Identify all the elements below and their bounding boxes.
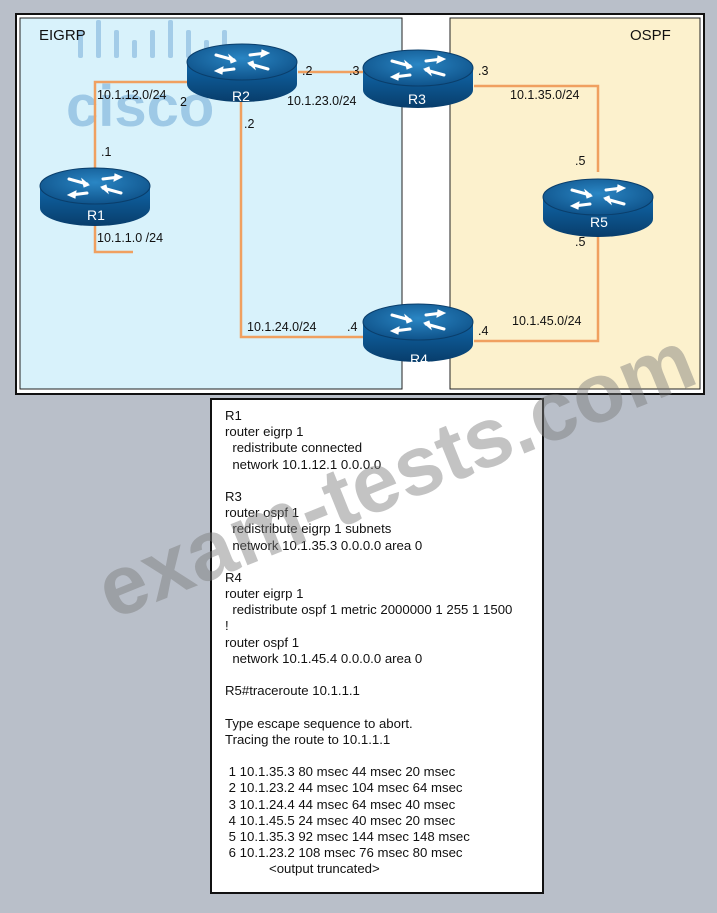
trace-header: Type escape sequence to abort. xyxy=(225,715,413,731)
config-line: R1 xyxy=(225,408,242,423)
if-r5-down: .5 xyxy=(575,235,585,249)
links xyxy=(93,70,600,343)
trace-hop: 4 10.1.45.5 24 msec 40 msec 20 msec xyxy=(225,812,456,828)
trace-hop: 6 10.1.23.2 108 msec 76 msec 80 msec xyxy=(225,845,463,861)
svg-text:R5: R5 xyxy=(590,214,608,230)
config-line: router ospf 1 xyxy=(225,505,300,521)
router-r4: R4 xyxy=(361,302,475,367)
trace-hop: 5 10.1.35.3 92 msec 144 msec 148 msec xyxy=(225,828,470,844)
if-r4-left: .4 xyxy=(347,320,357,334)
config-line: redistribute connected xyxy=(225,440,363,456)
if-r1-up: .1 xyxy=(101,145,111,159)
if-r2-right: .2 xyxy=(302,64,312,78)
r3-config: R3 router ospf 1 redistribute eigrp 1 su… xyxy=(225,489,542,554)
if-r5-up: .5 xyxy=(575,154,585,168)
net-r3-r5: 10.1.35.0/24 xyxy=(510,88,580,102)
trace-header: Tracing the route to 10.1.1.1 xyxy=(225,731,391,747)
net-r1-lan: 10.1.1.0 /24 xyxy=(97,231,163,245)
net-r2-r3: 10.1.23.0/24 xyxy=(287,94,357,108)
if-r2-down: .2 xyxy=(244,117,254,131)
svg-text:R1: R1 xyxy=(87,207,105,223)
config-line: router eigrp 1 xyxy=(225,586,304,602)
trace-hop: 3 10.1.24.4 44 msec 64 msec 40 msec xyxy=(225,796,456,812)
router-r1: R1 xyxy=(38,166,152,228)
traceroute-command: R5#traceroute 10.1.1.1 xyxy=(225,683,360,699)
config-line: network 10.1.12.1 0.0.0.0 xyxy=(225,456,382,472)
ospf-label: OSPF xyxy=(630,27,671,44)
net-r2-r4: 10.1.24.0/24 xyxy=(247,320,317,334)
r4-config: R4 router eigrp 1 redistribute ospf 1 me… xyxy=(225,570,542,667)
if-r3-right: .3 xyxy=(478,64,488,78)
config-panel: R1 router eigrp 1 redistribute connected… xyxy=(210,398,544,894)
config-line: ! xyxy=(225,618,229,634)
svg-text:R2: R2 xyxy=(232,88,250,104)
config-line: router ospf 1 xyxy=(225,634,300,650)
router-r5: R5 xyxy=(541,177,655,239)
config-line: redistribute ospf 1 metric 2000000 1 255… xyxy=(225,602,513,618)
config-line: R3 xyxy=(225,488,242,504)
trace-hops: 1 10.1.35.3 80 msec 44 msec 20 msec 2 10… xyxy=(225,764,542,861)
svg-text:R3: R3 xyxy=(408,91,426,107)
router-r2: R2 xyxy=(185,42,299,104)
config-line: router eigrp 1 xyxy=(225,424,304,440)
config-line: R4 xyxy=(225,569,242,585)
net-r1-r2: 10.1.12.0/24 xyxy=(97,88,167,102)
config-line: network 10.1.35.3 0.0.0.0 area 0 xyxy=(225,537,423,553)
config-line: redistribute eigrp 1 subnets xyxy=(225,521,392,537)
trace-hop: 2 10.1.23.2 44 msec 104 msec 64 msec xyxy=(225,780,463,796)
r1-config: R1 router eigrp 1 redistribute connected… xyxy=(225,408,542,473)
router-r3: R3 xyxy=(361,48,475,110)
config-line: network 10.1.45.4 0.0.0.0 area 0 xyxy=(225,650,423,666)
if-r3-left: .3 xyxy=(349,64,359,78)
if-r2-left: 2 xyxy=(180,95,187,109)
trace-hop: 1 10.1.35.3 80 msec 44 msec 20 msec xyxy=(225,764,456,780)
if-r4-right: .4 xyxy=(478,324,488,338)
svg-text:R4: R4 xyxy=(410,351,428,367)
output-truncated: <output truncated> xyxy=(269,861,380,877)
net-r4-r5: 10.1.45.0/24 xyxy=(512,314,582,328)
eigrp-label: EIGRP xyxy=(39,27,86,44)
